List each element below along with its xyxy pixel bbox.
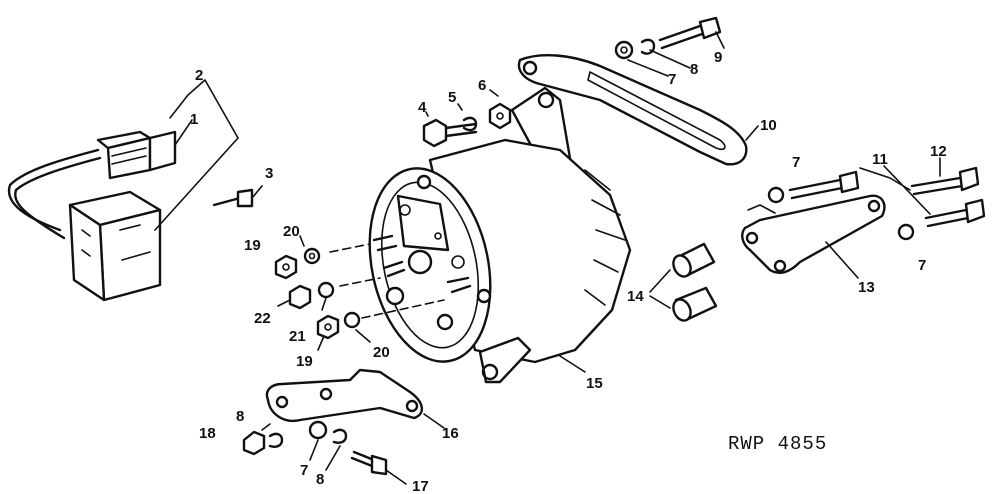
callout-label: 21: [289, 328, 306, 345]
callout-label: 2: [195, 67, 203, 84]
strap-bolt-hardware: [614, 16, 725, 77]
mounting-bracket: [741, 157, 986, 279]
callout-label: 1: [190, 111, 198, 128]
callout-label: 11: [872, 151, 888, 168]
adjusting-strap: [517, 54, 759, 166]
callout-label: 12: [930, 143, 947, 160]
callout-label: 20: [373, 344, 390, 361]
callout-label: 7: [300, 462, 308, 479]
callout-label: 18: [199, 425, 216, 442]
callout-label: 5: [448, 89, 456, 106]
callout-label: 7: [668, 71, 676, 88]
bushings: [649, 242, 718, 322]
callout-label: 8: [236, 408, 244, 425]
callout-label: 3: [265, 165, 273, 182]
callout-label: 4: [418, 99, 427, 116]
callout-label: 8: [690, 61, 698, 78]
callout-label: 19: [244, 237, 261, 254]
stud-nuts-washers: [274, 235, 445, 351]
callout-label: 6: [478, 77, 486, 94]
callout-label: 7: [918, 257, 926, 274]
wire-terminal: [212, 185, 263, 208]
callout-label: 8: [316, 471, 324, 488]
top-bolt-hardware: [422, 89, 512, 148]
callout-label: 20: [283, 223, 300, 240]
callout-label: 14: [627, 288, 644, 305]
callout-label: 17: [412, 478, 429, 494]
callout-labels: 1 2 3 4 5 6 7 8 9 10 7 11 12 13 7 14 15 …: [190, 49, 947, 494]
callout-label: 10: [760, 117, 777, 134]
callout-label: 9: [714, 49, 722, 66]
callout-label: 15: [586, 375, 603, 392]
callout-label: 13: [858, 279, 875, 296]
callout-label: 19: [296, 353, 313, 370]
lower-bracket: [265, 368, 445, 429]
callout-label: 16: [442, 425, 459, 442]
voltage-regulator-assembly: [7, 79, 239, 302]
alternator: [368, 86, 632, 384]
callout-label: 22: [254, 310, 271, 327]
lower-bolt-hardware: [242, 420, 407, 485]
drawing-code: RWP 4855: [728, 433, 827, 455]
callout-label: 7: [792, 154, 800, 171]
